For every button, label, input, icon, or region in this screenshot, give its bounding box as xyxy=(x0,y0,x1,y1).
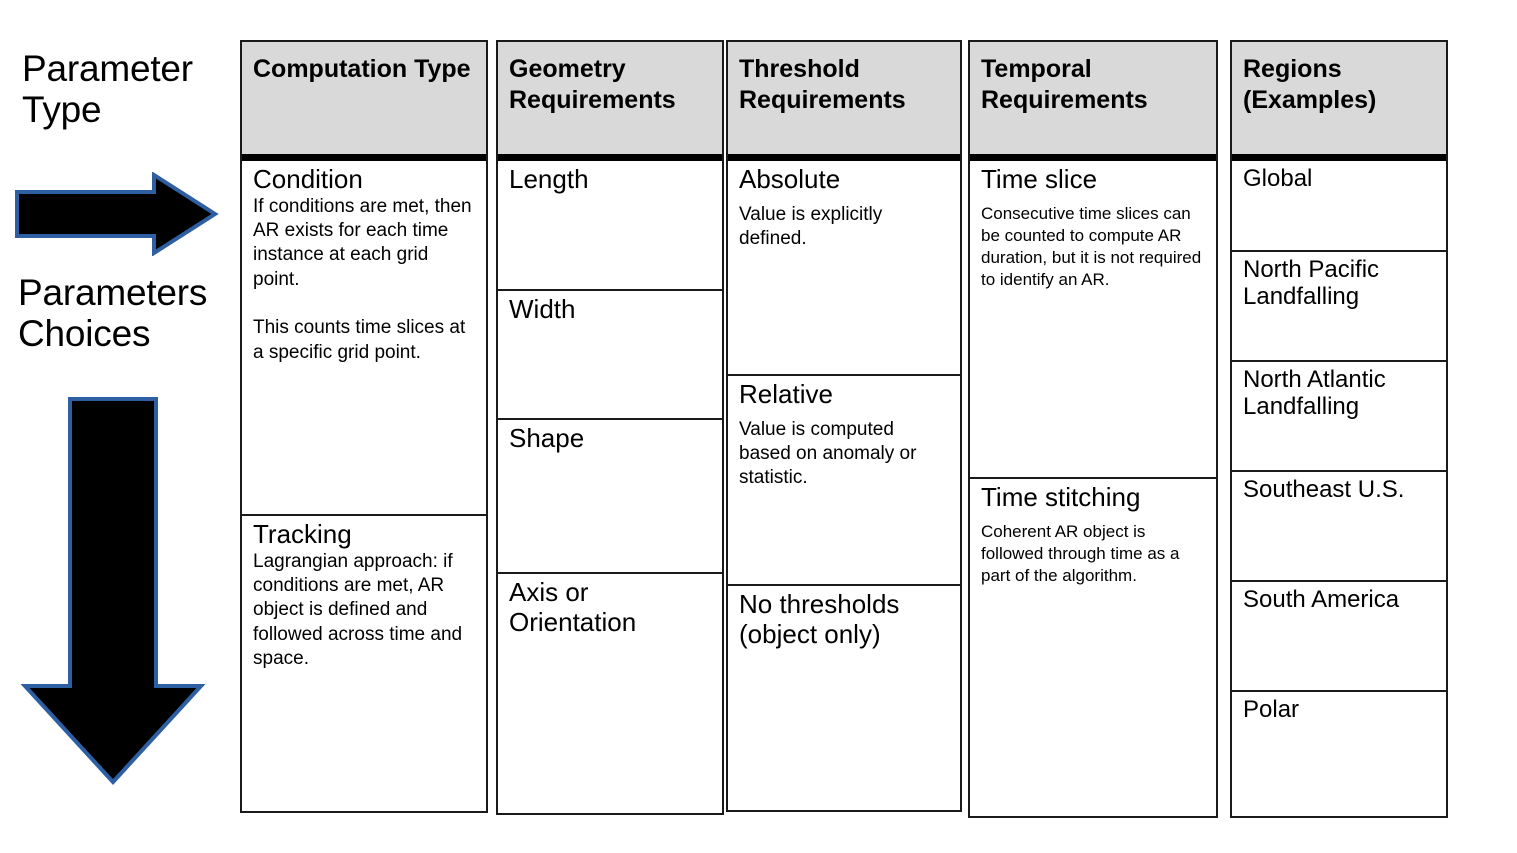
cell-region-south-america[interactable]: South America xyxy=(1232,582,1446,692)
cell-title-time-stitching: Time stitching xyxy=(981,482,1141,512)
cell-condition[interactable]: Condition If conditions are met, then AR… xyxy=(242,161,486,516)
cell-absolute[interactable]: Absolute Value is explicitly defined. xyxy=(728,161,960,376)
column-regions-examples: Regions (Examples) Global North Pacific … xyxy=(1230,40,1448,818)
parameter-type-label: Parameter Type xyxy=(22,48,193,131)
column-header-threshold-requirements: Threshold Requirements xyxy=(728,42,960,161)
cell-time-slice[interactable]: Time slice Consecutive time slices can b… xyxy=(970,161,1216,479)
cell-body-relative: Value is computed based on anomaly or st… xyxy=(739,418,917,489)
cell-length[interactable]: Length xyxy=(498,161,722,291)
cell-title-no-thresholds: No thresholds (object only) xyxy=(739,589,900,649)
cell-title-tracking: Tracking xyxy=(253,519,352,549)
cell-body-time-slice: Consecutive time slices can be counted t… xyxy=(981,203,1202,289)
cell-title-shape: Shape xyxy=(509,423,585,453)
cell-title-global: Global xyxy=(1243,165,1313,192)
cell-shape[interactable]: Shape xyxy=(498,420,722,574)
cell-title-axis-or-orientation: Axis or Orientation xyxy=(509,577,637,637)
cell-region-polar[interactable]: Polar xyxy=(1232,692,1446,801)
cell-no-thresholds[interactable]: No thresholds (object only) xyxy=(728,586,960,807)
cell-title-length: Length xyxy=(509,164,589,194)
cell-body-time-stitching: Coherent AR object is followed through t… xyxy=(981,521,1180,585)
down-arrow-icon xyxy=(18,396,208,786)
cell-region-north-pacific-landfalling[interactable]: North Pacific Landfalling xyxy=(1232,252,1446,362)
cell-title-time-slice: Time slice xyxy=(981,164,1098,194)
cell-title-relative: Relative xyxy=(739,379,833,409)
cell-region-north-atlantic-landfalling[interactable]: North Atlantic Landfalling xyxy=(1232,362,1446,472)
cell-body-absolute: Value is explicitly defined. xyxy=(739,203,883,249)
cell-region-global[interactable]: Global xyxy=(1232,161,1446,252)
cell-relative[interactable]: Relative Value is computed based on anom… xyxy=(728,376,960,586)
column-computation-type: Computation Type Condition If conditions… xyxy=(240,40,488,813)
cell-title-southeast-us: Southeast U.S. xyxy=(1243,476,1405,503)
column-temporal-requirements: Temporal Requirements Time slice Consecu… xyxy=(968,40,1218,818)
column-header-geometry-requirements: Geometry Requirements xyxy=(498,42,722,161)
right-arrow-icon xyxy=(14,171,219,257)
cell-title-north-pacific-landfalling: North Pacific Landfalling xyxy=(1243,256,1380,311)
column-header-temporal-requirements: Temporal Requirements xyxy=(970,42,1216,161)
cell-axis-or-orientation[interactable]: Axis or Orientation xyxy=(498,574,722,813)
cell-region-southeast-us[interactable]: Southeast U.S. xyxy=(1232,472,1446,582)
cell-time-stitching[interactable]: Time stitching Coherent AR object is fol… xyxy=(970,479,1216,813)
cell-body-condition: If conditions are met, then AR exists fo… xyxy=(253,195,472,363)
cell-title-polar: Polar xyxy=(1243,696,1300,723)
column-geometry-requirements: Geometry Requirements Length Width Shape… xyxy=(496,40,724,815)
column-header-computation-type: Computation Type xyxy=(242,42,486,161)
column-threshold-requirements: Threshold Requirements Absolute Value is… xyxy=(726,40,962,812)
parameters-choices-label: Parameters Choices xyxy=(18,272,208,355)
cell-title-width: Width xyxy=(509,294,576,324)
cell-width[interactable]: Width xyxy=(498,291,722,420)
cell-title-condition: Condition xyxy=(253,164,363,194)
cell-title-south-america: South America xyxy=(1243,586,1400,613)
cell-body-tracking: Lagrangian approach: if conditions are m… xyxy=(253,550,463,669)
cell-tracking[interactable]: Tracking Lagrangian approach: if conditi… xyxy=(242,516,486,808)
column-header-regions-examples: Regions (Examples) xyxy=(1232,42,1446,161)
cell-title-absolute: Absolute xyxy=(739,164,841,194)
cell-title-north-atlantic-landfalling: North Atlantic Landfalling xyxy=(1243,366,1386,421)
